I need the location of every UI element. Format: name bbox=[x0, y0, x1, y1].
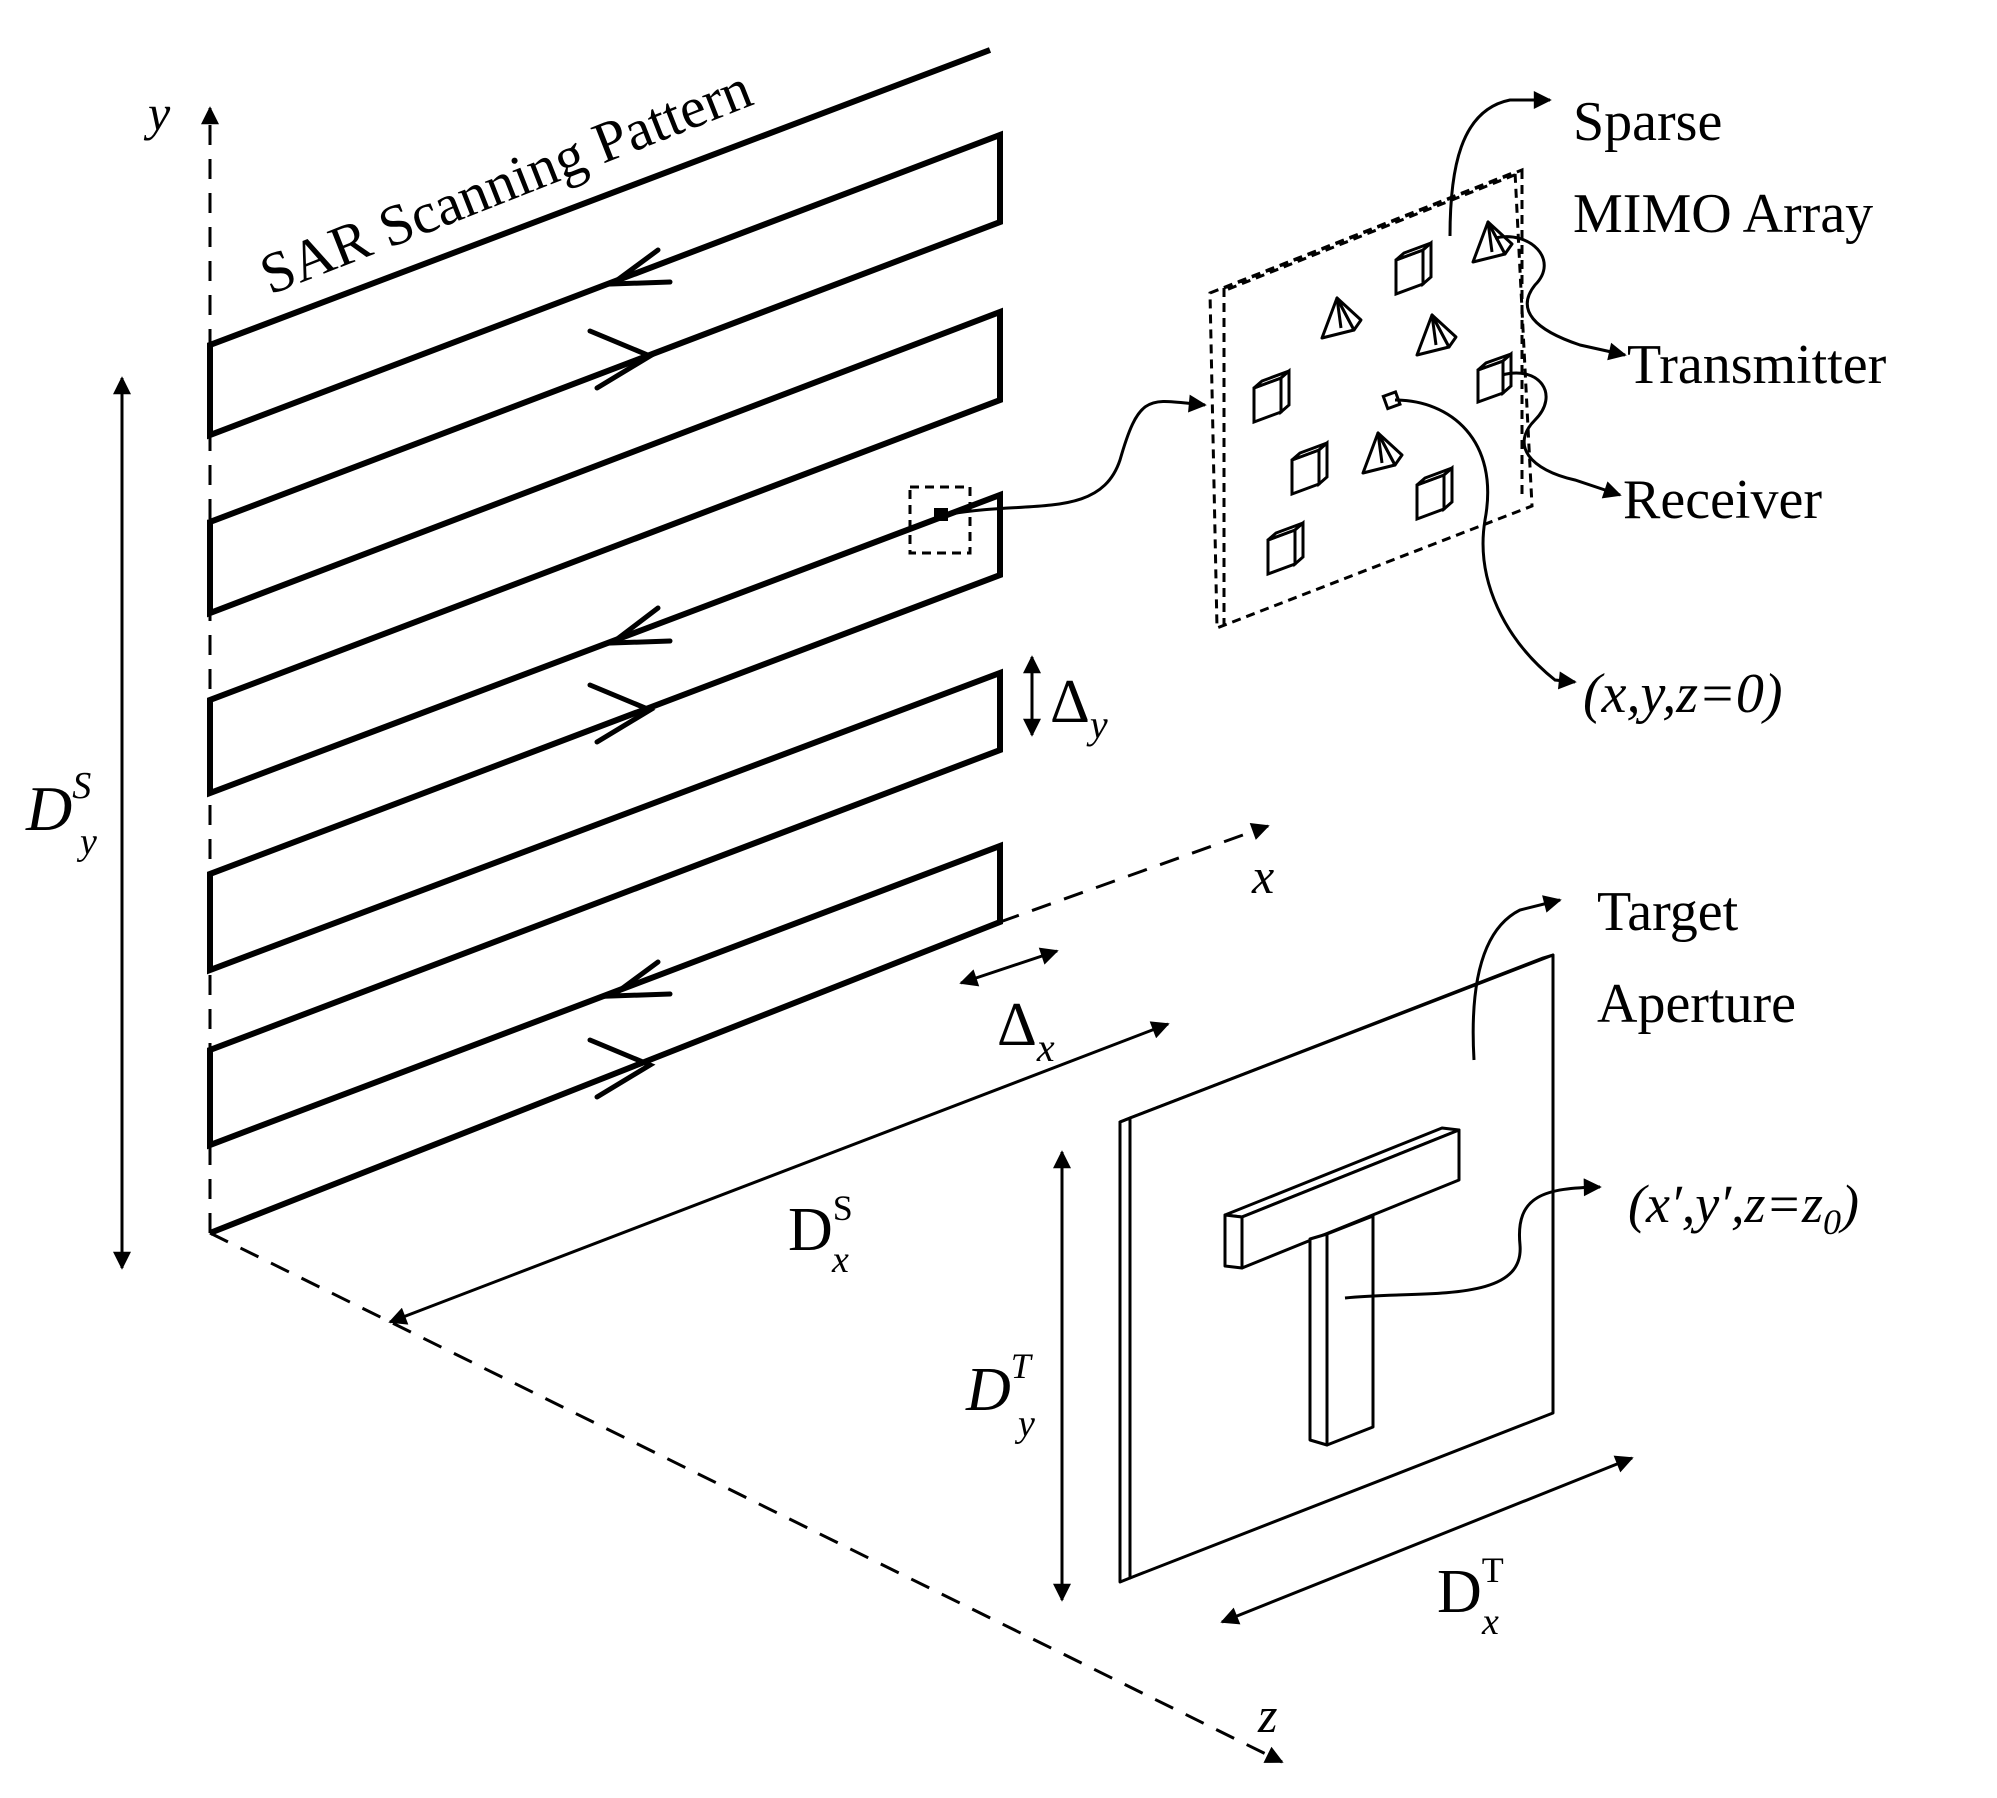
x-axis bbox=[999, 822, 1270, 924]
aperture-label: Aperture bbox=[1597, 973, 1796, 1035]
transmitter-callout bbox=[1494, 235, 1627, 361]
receiver-icon bbox=[1266, 519, 1305, 577]
scan-element-dot bbox=[934, 508, 948, 521]
receiver-icon bbox=[1290, 439, 1329, 497]
delta-x-label: Δx bbox=[997, 991, 1055, 1070]
array-coordinate-label: (x,y,z=0) bbox=[1583, 663, 1783, 725]
z-axis-label: z bbox=[1257, 1687, 1277, 1743]
scan-element-highlight bbox=[908, 485, 972, 555]
t-stem-side bbox=[1308, 1232, 1329, 1447]
transmitter-icon bbox=[1361, 431, 1404, 475]
receiver-label: Receiver bbox=[1623, 469, 1822, 531]
sparse-array-callout bbox=[1448, 91, 1552, 237]
y-axis-label: y bbox=[143, 85, 171, 141]
scan-path bbox=[207, 47, 1003, 1236]
t-stem-front bbox=[1325, 1214, 1375, 1447]
mimo-array-label: MIMO Array bbox=[1573, 183, 1873, 245]
z-axis bbox=[209, 1231, 1284, 1764]
scan-pattern-label: SAR Scanning Pattern bbox=[251, 55, 760, 307]
receiver-icon bbox=[1394, 239, 1433, 297]
coordinate-callout bbox=[1394, 398, 1577, 690]
axes bbox=[201, 106, 1284, 1764]
target-dx-dimension bbox=[1220, 1455, 1634, 1625]
mimo-array-panel bbox=[1208, 167, 1534, 631]
t-bar-side bbox=[1223, 1213, 1244, 1270]
delta-y-label: Δy bbox=[1050, 668, 1108, 747]
transmitter-icon bbox=[1320, 296, 1363, 340]
receiver-icon bbox=[1252, 367, 1291, 425]
receiver-icon bbox=[1415, 464, 1454, 522]
direction-arrow-left bbox=[604, 605, 673, 646]
mimo-callouts bbox=[1394, 91, 1627, 690]
zoom-callout-curve bbox=[949, 394, 1207, 516]
scan-direction-arrows bbox=[587, 247, 673, 1100]
array-origin-marker bbox=[1381, 390, 1402, 411]
direction-arrow-left bbox=[604, 247, 673, 287]
receiver-callout bbox=[1501, 371, 1622, 499]
direction-arrow-right bbox=[587, 328, 656, 391]
target-callouts bbox=[1344, 895, 1602, 1300]
target-coordinate-callout bbox=[1344, 1178, 1602, 1300]
delta-x-dimension bbox=[959, 947, 1059, 987]
scan-path-line bbox=[207, 47, 1003, 1236]
transmitter-label: Transmitter bbox=[1627, 334, 1887, 396]
x-axis-label: x bbox=[1251, 848, 1274, 904]
transmitter-icon bbox=[1415, 313, 1458, 357]
target-label: Target bbox=[1597, 881, 1739, 943]
sparse-label: Sparse bbox=[1573, 91, 1722, 153]
direction-arrow-left bbox=[604, 959, 673, 999]
direction-arrow-right bbox=[587, 682, 656, 745]
target-aperture-callout bbox=[1471, 895, 1562, 1061]
target-letter-t bbox=[1223, 1126, 1461, 1447]
scan-dx-dimension bbox=[388, 1021, 1170, 1325]
target-coordinate-label: (x′,y′,z=z0) bbox=[1628, 1174, 1859, 1242]
receiver-elements bbox=[1252, 239, 1513, 577]
